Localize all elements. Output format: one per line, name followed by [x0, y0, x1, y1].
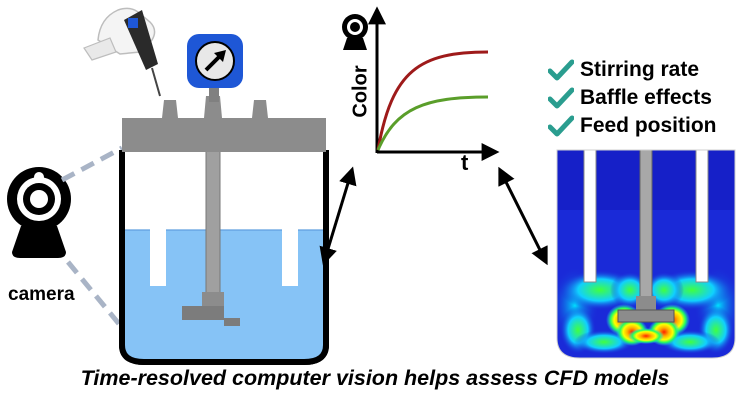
baffle-left: [150, 156, 166, 286]
cfd-frame: [556, 149, 736, 359]
gloved-hand-icon: [83, 7, 161, 97]
plot-y-axis-label: Color: [349, 65, 372, 118]
impeller-hub: [202, 292, 224, 306]
check-icon: [548, 87, 574, 109]
parameter-label: Feed position: [580, 114, 717, 137]
gauge-icon: [187, 34, 243, 102]
parameter-item: Stirring rate: [548, 56, 717, 84]
check-icon: [548, 115, 574, 137]
check-icon: [548, 59, 574, 81]
series-curve-2: [376, 95, 489, 151]
impeller-blade: [182, 306, 240, 326]
reactor-vessel: [119, 96, 329, 365]
camera-label: camera: [8, 284, 75, 305]
reactor-lid-band: [122, 118, 326, 152]
parameter-label: Baffle effects: [580, 86, 712, 109]
baffle-right: [282, 156, 298, 286]
parameter-item: Feed position: [548, 112, 717, 140]
parameter-list: Stirring rate Baffle effects Feed positi…: [548, 56, 717, 140]
parameter-label: Stirring rate: [580, 58, 700, 81]
cfd-simulation: [557, 150, 735, 358]
camera-icon: [7, 167, 71, 258]
arrow-icon: [319, 166, 357, 266]
parameter-item: Baffle effects: [548, 84, 717, 112]
color-time-plot: [342, 6, 500, 161]
plot-x-axis-label: t: [461, 150, 469, 175]
series-curve-1: [376, 50, 489, 151]
camera-view-lines: [60, 145, 126, 332]
plot-camera-icon: [342, 14, 368, 50]
arrow-icon: [498, 166, 548, 266]
figure-caption: Time-resolved computer vision helps asse…: [80, 366, 670, 390]
